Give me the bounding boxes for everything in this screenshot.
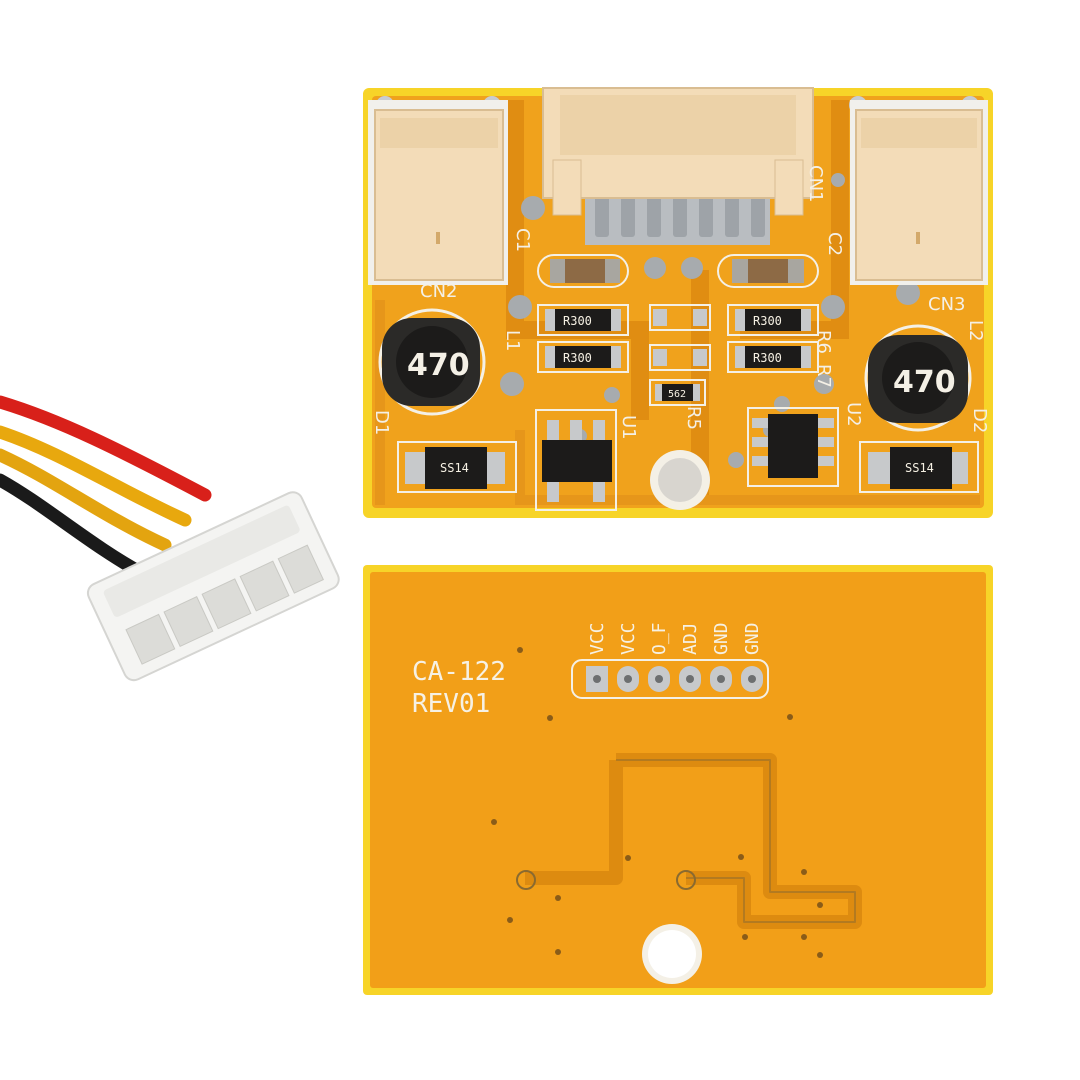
resistor-r300-d: R300 (727, 341, 819, 373)
pin-label-4: ADJ (680, 622, 701, 655)
r7-label: R7 (813, 364, 834, 388)
pin-label-2: VCC (618, 622, 639, 655)
u1-label: U1 (618, 415, 639, 440)
pin-label-5: GND (711, 622, 732, 655)
r300-marking-b: R300 (563, 351, 592, 365)
cn3-label: CN3 (928, 294, 966, 315)
diode-d2: SS14 (859, 441, 979, 493)
resistor-r5: 562 (649, 379, 706, 406)
pin-label-3: O_F (649, 622, 670, 655)
l1-marking: 470 (407, 348, 470, 383)
d1-label: D1 (371, 410, 392, 435)
d2-marking: SS14 (905, 461, 934, 475)
inductor-l2: 470 (864, 324, 972, 432)
c2-label: C2 (824, 232, 845, 256)
r300-marking-a: R300 (563, 314, 592, 328)
model-label: CA-122 (412, 657, 506, 687)
u2-label: U2 (843, 402, 864, 427)
revision-label: REV01 (412, 689, 490, 719)
resistor-r300-a: R300 (537, 304, 629, 336)
resistor-r300-b: R300 (537, 341, 629, 373)
wire-harness-connector-icon (0, 395, 340, 682)
top-board: CN2 CN3 CN1 C1 C2 L1 L2 D1 D2 U1 U2 R5 R… (363, 87, 993, 518)
diode-d1: SS14 (397, 441, 517, 493)
ic-u1 (535, 409, 617, 511)
inductor-l1: 470 (378, 308, 486, 416)
pin-label-6: GND (742, 622, 763, 655)
r300-marking-d: R300 (753, 351, 782, 365)
r5-label: R5 (683, 406, 704, 430)
cn1-label: CN1 (805, 165, 826, 203)
cn2-label: CN2 (420, 281, 458, 302)
resistor-r300-c: R300 (727, 304, 819, 336)
bottom-board: CA-122 REV01 VCC VCC O_F ADJ GND GND (363, 565, 993, 995)
c1-label: C1 (512, 228, 533, 252)
cn2-connector (368, 100, 508, 285)
pin-label-1: VCC (587, 622, 608, 655)
r300-marking-c: R300 (753, 314, 782, 328)
l2-marking: 470 (893, 365, 956, 400)
d1-marking: SS14 (440, 461, 469, 475)
cn3-connector (850, 100, 988, 285)
l2-label: L2 (965, 320, 986, 341)
r5-marking: 562 (668, 389, 686, 400)
cn1-connector (542, 87, 814, 245)
ic-u2 (747, 407, 839, 487)
l1-label: L1 (502, 330, 523, 351)
d2-label: D2 (969, 408, 990, 433)
